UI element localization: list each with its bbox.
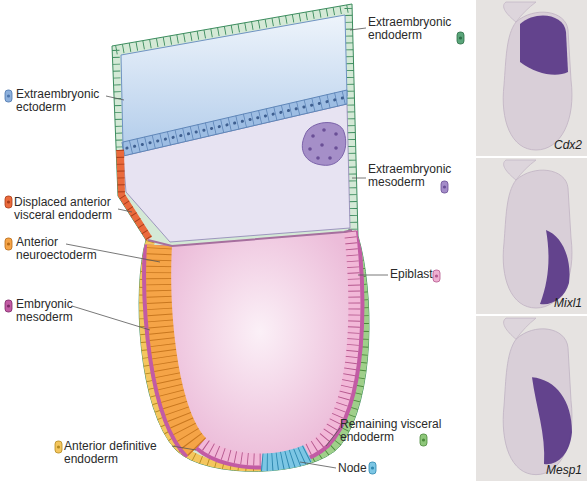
- embryo-silhouette: [503, 329, 572, 475]
- amnion-line: [148, 230, 352, 246]
- part-label: Extraembryonic ectoderm: [16, 88, 111, 114]
- part-label: Displaced anterior visceral endoderm: [14, 196, 128, 222]
- embryo-outline: [112, 4, 369, 471]
- photo-background: [476, 0, 587, 156]
- embryonic-mesoderm-band: [171, 232, 348, 454]
- cell-type-icons: [5, 32, 464, 474]
- part-label: Extraembryonic endoderm: [368, 16, 460, 42]
- tissue-layers: [115, 8, 369, 476]
- photo-background: [476, 158, 587, 314]
- proamniotic-cavity: [171, 232, 348, 454]
- gene-expression-stain: [520, 16, 568, 75]
- embryo-photo: [476, 158, 587, 314]
- displaced-ave-cells: [118, 150, 147, 240]
- part-label: Node: [338, 462, 378, 475]
- embryo-photo: [476, 316, 587, 481]
- gene-expression-stain: [540, 230, 570, 304]
- gene-expression-stain: [532, 377, 572, 464]
- leader-lines: [66, 28, 388, 468]
- photo-background: [476, 316, 587, 481]
- embryo-photo: [476, 0, 587, 156]
- gene-name: Mesp1: [546, 463, 582, 477]
- extraembryonic-mesoderm-nuclei: [308, 128, 338, 160]
- gene-name: Cdx2: [554, 138, 582, 152]
- part-label: Embryonic mesoderm: [16, 298, 116, 324]
- gene-name: Mixl1: [554, 296, 582, 310]
- photo-panel: Cdx2: [476, 0, 587, 156]
- photo-panel: Mixl1: [476, 158, 587, 314]
- extraembryonic-mesoderm-blob: [302, 123, 345, 166]
- embryo-silhouette: [503, 12, 572, 150]
- displaced-ave-band: [118, 150, 147, 240]
- photo-panel: Mesp1: [476, 316, 587, 481]
- part-label: Extraembryonic mesoderm: [368, 163, 460, 189]
- part-label: Remaining visceral endoderm: [340, 418, 460, 444]
- part-label: Anterior definitive endoderm: [64, 440, 176, 466]
- embryo-silhouette: [503, 170, 572, 308]
- part-label: Epiblast: [390, 268, 450, 281]
- part-label: Anterior neuroectoderm: [16, 236, 116, 262]
